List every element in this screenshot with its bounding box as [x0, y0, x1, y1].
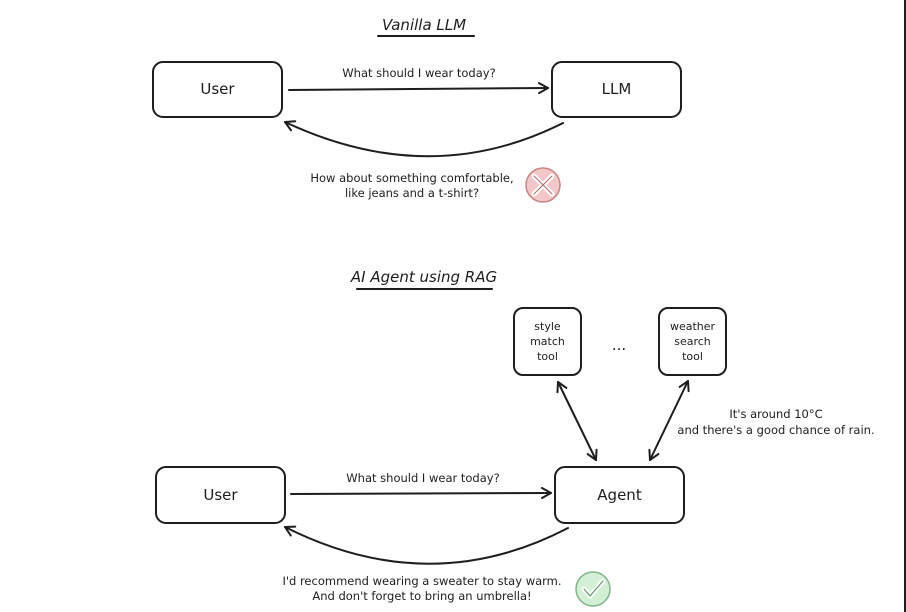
weather-search-tool-line1: weather	[670, 320, 716, 333]
agent-weather-tool-arrow	[648, 380, 690, 461]
weather-search-tool-line2: search	[674, 335, 711, 348]
user-box-bottom-label: User	[203, 486, 238, 504]
question-text-top: What should I wear today?	[342, 66, 495, 80]
llm-box-label: LLM	[602, 80, 632, 98]
x-mark-icon	[525, 167, 561, 203]
style-match-tool-line1: style	[534, 320, 561, 333]
llm-box-rect	[551, 61, 682, 118]
agent-box-label: Agent	[597, 486, 642, 504]
style-match-tool-line3: tool	[537, 350, 558, 363]
llm-box: LLM	[551, 61, 682, 118]
tools-ellipsis: ...	[612, 336, 626, 354]
question-arrow-bottom	[290, 487, 552, 500]
question-text-bottom: What should I wear today?	[346, 471, 499, 485]
user-box-top-label: User	[200, 80, 235, 98]
style-match-tool-rect	[513, 307, 582, 376]
response-arrow-top	[284, 120, 564, 158]
agent-style-tool-arrow	[556, 381, 598, 461]
style-match-tool-line2: match	[530, 335, 565, 348]
vanilla-llm-title: Vanilla LLM	[382, 16, 466, 34]
response-arrow-bottom	[284, 525, 569, 565]
tool-response-line1: It's around 10°C	[729, 407, 822, 421]
answer-line2-top: like jeans and a t-shirt?	[345, 186, 479, 200]
weather-search-tool-box: weather search tool	[658, 307, 727, 376]
agent-box-rect	[554, 466, 685, 524]
agent-box: Agent	[554, 466, 685, 524]
check-mark-icon-outline	[583, 580, 604, 597]
user-box-top: User	[152, 61, 283, 118]
user-box-top-rect	[152, 61, 283, 118]
weather-search-tool-line3: tool	[682, 350, 703, 363]
question-arrow-top	[288, 82, 549, 95]
ai-agent-title: AI Agent using RAG	[350, 268, 497, 286]
check-mark-icon	[575, 571, 611, 607]
right-edge-border	[904, 0, 906, 612]
x-mark-icon-outline	[533, 175, 553, 195]
weather-search-tool-rect	[658, 307, 727, 376]
style-match-tool-box: style match tool	[513, 307, 582, 376]
answer-line1-bottom: I'd recommend wearing a sweater to stay …	[282, 574, 561, 588]
tool-response-line2: and there's a good chance of rain.	[677, 423, 874, 437]
ai-agent-section: AI Agent using RAG style match tool ... …	[155, 268, 875, 607]
user-box-bottom: User	[155, 466, 286, 524]
answer-line1-top: How about something comfortable,	[310, 171, 513, 185]
user-box-bottom-rect	[155, 466, 286, 524]
answer-line2-bottom: And don't forget to bring an umbrella!	[312, 589, 531, 603]
vanilla-llm-section: Vanilla LLM User LLM What should I wear …	[152, 16, 682, 203]
